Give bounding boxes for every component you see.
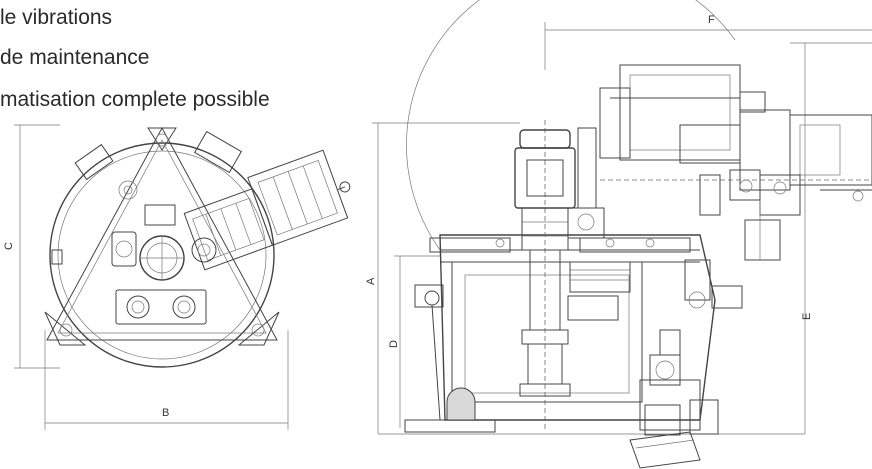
discharge-arm xyxy=(183,149,351,271)
bottom-valve xyxy=(446,387,476,421)
plough-motor xyxy=(789,114,872,186)
feature-line-1: le vibrations xyxy=(0,6,113,29)
outlet-pipe xyxy=(629,431,701,469)
dimension-c-label: C xyxy=(3,242,15,250)
lid-swing-arc xyxy=(406,0,736,251)
dimension-f-label: F xyxy=(708,14,715,26)
feature-line-2: de maintenance xyxy=(0,46,150,69)
nozzle-right xyxy=(193,130,243,174)
dimension-d-label: D xyxy=(388,340,400,348)
nozzle-left xyxy=(74,143,114,181)
side-view: F E A D xyxy=(365,0,872,469)
basket xyxy=(451,261,643,403)
centrifuge-casing xyxy=(439,234,716,421)
feature-line-3: matisation complete possible xyxy=(0,88,270,111)
triangular-frame xyxy=(46,126,278,341)
dimension-b-label: B xyxy=(162,407,169,419)
dimension-a-label: A xyxy=(365,277,377,285)
top-view: C B xyxy=(3,124,351,430)
centrifuge-body-outline xyxy=(49,142,275,368)
bottom-flange-block xyxy=(115,289,207,325)
dimension-e-label: E xyxy=(801,313,813,320)
base-left xyxy=(404,419,496,433)
